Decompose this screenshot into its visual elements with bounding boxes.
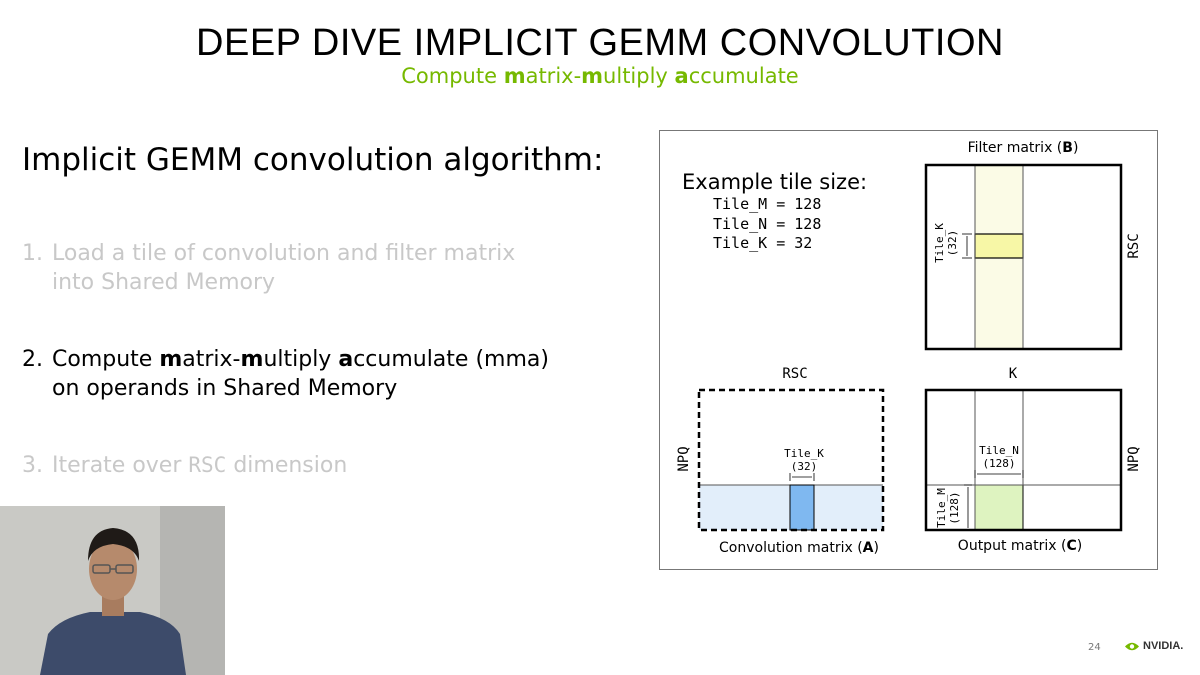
out-tile-n-value: (128) — [982, 457, 1015, 470]
conv-npq-label: NPQ — [676, 446, 692, 471]
page-number: 24 — [1088, 642, 1101, 653]
gemm-diagram-panel: Example tile size: Tile_M = 128 Tile_N =… — [659, 130, 1158, 570]
filter-matrix-box — [924, 163, 1123, 351]
out-k-label: K — [1009, 366, 1018, 382]
nvidia-eye-icon — [1125, 642, 1139, 650]
gemm-diagram: Example tile size: Tile_M = 128 Tile_N =… — [676, 140, 1142, 556]
conv-matrix-box — [697, 388, 885, 532]
conv-tile — [789, 484, 815, 531]
step-2: 2.Compute matrix-multiply accumulate (mm… — [22, 347, 549, 401]
out-tile-m-value: (128) — [948, 491, 961, 524]
tile-k-line: Tile_K = 32 — [713, 234, 812, 252]
out-tile-n-label: Tile_N — [979, 444, 1019, 457]
out-npq-label: NPQ — [1126, 446, 1142, 471]
out-tile — [974, 484, 1024, 531]
conv-matrix-caption: Convolution matrix (A) — [719, 540, 879, 556]
filter-rsc-label: RSC — [1126, 233, 1142, 258]
out-matrix-caption: Output matrix (C) — [958, 538, 1082, 554]
presenter-webcam-icon — [0, 506, 225, 675]
filter-tile-k-label: Tile_K — [933, 223, 946, 263]
nvidia-logo: NVIDIA. — [1124, 640, 1183, 652]
step-3: 3.Iterate over RSC dimension — [22, 453, 348, 478]
filter-matrix-caption: Filter matrix (B) — [968, 140, 1079, 156]
conv-tile-k-value: (32) — [791, 460, 818, 473]
slide-subtitle: Compute matrix-multiply accumulate — [401, 64, 799, 88]
tile-m-line: Tile_M = 128 — [713, 195, 821, 213]
out-matrix-box — [924, 388, 1123, 532]
filter-tile-k-value: (32) — [946, 230, 959, 257]
presenter-video — [0, 506, 225, 675]
tile-n-line: Tile_N = 128 — [713, 215, 821, 233]
slide-title: DEEP DIVE IMPLICIT GEMM CONVOLUTION — [196, 22, 1004, 64]
example-heading: Example tile size: — [682, 170, 867, 194]
algorithm-heading: Implicit GEMM convolution algorithm: — [22, 142, 604, 178]
conv-tile-k-label: Tile_K — [784, 447, 824, 460]
filter-tile — [974, 233, 1024, 259]
conv-rsc-label: RSC — [782, 366, 807, 382]
out-tile-m-label: Tile_M — [935, 488, 948, 528]
step-1: 1.Load a tile of convolution and filter … — [22, 241, 516, 295]
